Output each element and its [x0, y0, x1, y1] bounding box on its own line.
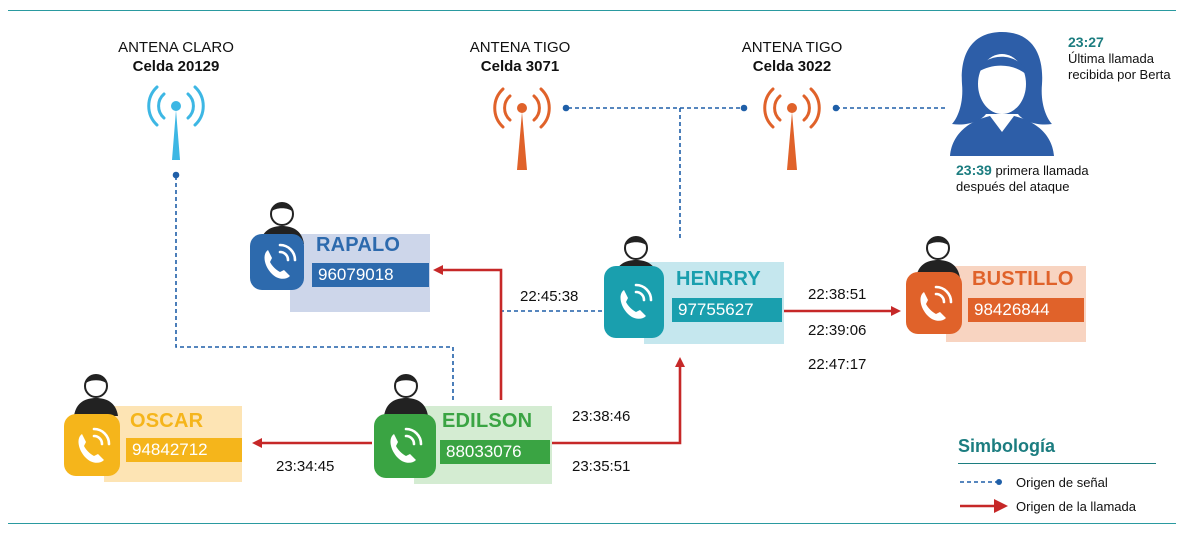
- call-time: 22:47:17: [808, 356, 867, 373]
- call-time: 22:38:51: [808, 286, 867, 303]
- berta-text: después del ataque: [956, 179, 1070, 194]
- phone-icon[interactable]: [906, 272, 962, 334]
- call-arrow-edilson-rapalo: [433, 265, 503, 400]
- signal-dot: [740, 104, 748, 112]
- phone-icon[interactable]: [604, 266, 664, 338]
- antenna-tigo-3071-label: ANTENA TIGO Celda 3071: [440, 38, 600, 76]
- phone-icon[interactable]: [374, 414, 436, 478]
- antenna-icon: [763, 87, 821, 170]
- signal-line-symbol: [960, 479, 1002, 485]
- antenna-claro-label: ANTENA CLARO Celda 20129: [96, 38, 256, 76]
- antenna-name: ANTENA TIGO: [741, 39, 843, 56]
- contact-henrry: HENRRY 97755627: [604, 232, 804, 352]
- antenna-name: ANTENA TIGO: [469, 39, 571, 56]
- signal-dot: [832, 104, 840, 112]
- legend-call-label: Origen de la llamada: [1016, 499, 1136, 514]
- legend-title: Simbología: [958, 436, 1056, 456]
- signal-line-claro-edilson: [175, 176, 454, 400]
- diagram-frame: [8, 10, 1176, 524]
- signal-line-henrry-tigo: [566, 107, 744, 238]
- call-time: 22:39:06: [808, 322, 867, 339]
- contact-number: 94842712: [126, 438, 242, 462]
- contact-number: 96079018: [312, 263, 429, 287]
- antenna-cell: Celda 3022: [752, 58, 832, 75]
- berta-note-last-call: 23:27 Última llamada recibida por Berta: [1068, 34, 1172, 83]
- contact-oscar: OSCAR 94842712: [64, 370, 254, 490]
- berta-text: primera llamada: [995, 163, 1089, 178]
- antenna-name: ANTENA CLARO: [118, 39, 234, 56]
- contact-number: 97755627: [672, 298, 782, 322]
- contact-edilson: EDILSON 88033076: [374, 370, 564, 490]
- signal-dot: [172, 171, 180, 179]
- contact-name: BUSTILLO: [972, 268, 1074, 290]
- antenna-icon: [493, 87, 551, 170]
- person-icon: [384, 374, 428, 416]
- berta-text: Última llamada recibida por Berta: [1068, 51, 1171, 82]
- call-time: 23:35:51: [572, 458, 631, 475]
- contact-name: OSCAR: [130, 410, 204, 432]
- person-icon: [74, 374, 118, 416]
- call-arrow-symbol: [960, 499, 1008, 513]
- call-time: 22:45:38: [520, 288, 579, 305]
- call-time: 23:34:45: [276, 458, 335, 475]
- contact-name: HENRRY: [676, 268, 761, 290]
- woman-avatar-icon: [950, 32, 1054, 156]
- antenna-cell: Celda 20129: [132, 58, 220, 75]
- berta-note-first-call: 23:39 primera llamada después del ataque: [956, 162, 1136, 195]
- berta-time: 23:39: [956, 162, 992, 178]
- phone-icon[interactable]: [250, 234, 304, 290]
- signal-dot: [562, 104, 570, 112]
- berta-time: 23:27: [1068, 34, 1104, 50]
- legend: Simbología Origen de señal Origen de la …: [958, 436, 1158, 524]
- contact-rapalo: RAPALO 96079018: [250, 198, 460, 318]
- antenna-icon: [147, 85, 205, 160]
- legend-divider: [958, 463, 1156, 464]
- call-time: 23:38:46: [572, 408, 631, 425]
- antenna-tigo-3022-label: ANTENA TIGO Celda 3022: [712, 38, 872, 76]
- phone-icon[interactable]: [64, 414, 120, 476]
- contact-number: 98426844: [968, 298, 1084, 322]
- contact-name: RAPALO: [316, 234, 401, 256]
- antenna-cell: Celda 3071: [480, 58, 560, 75]
- legend-signal-label: Origen de señal: [1016, 475, 1108, 490]
- contact-bustillo: BUSTILLO 98426844: [906, 232, 1096, 352]
- contact-number: 88033076: [440, 440, 550, 464]
- contact-name: EDILSON: [442, 410, 533, 432]
- call-arrow-edilson-henrry: [550, 357, 685, 445]
